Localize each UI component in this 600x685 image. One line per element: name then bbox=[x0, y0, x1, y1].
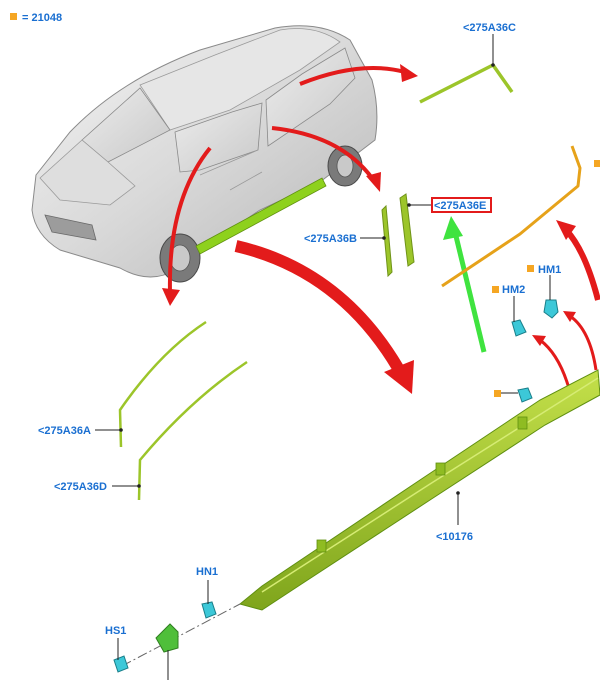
arrow-head-a36a bbox=[162, 288, 180, 306]
callout-10176[interactable]: <10176 bbox=[436, 531, 473, 543]
arrow-head-hm1 bbox=[563, 311, 576, 322]
hm2-marker-icon bbox=[492, 286, 499, 293]
arrow-to-hm1 bbox=[569, 314, 598, 371]
car-hood bbox=[39, 139, 136, 206]
upper-trim-marker-icon bbox=[594, 160, 600, 167]
callout-275a36c[interactable]: <275A36C bbox=[463, 22, 516, 34]
arrow-to-a36c bbox=[299, 66, 406, 86]
callout-hm1[interactable]: HM1 bbox=[538, 264, 561, 276]
legend: = 21048 bbox=[10, 12, 62, 24]
sill-ridge bbox=[261, 377, 599, 593]
sill-tab-2 bbox=[435, 462, 446, 476]
callout-275a36d[interactable]: <275A36D bbox=[54, 481, 107, 493]
callouts: <275A36C <275A36E <275A36B <275A36A <275… bbox=[38, 22, 561, 637]
hm1-marker-icon bbox=[527, 265, 534, 272]
arrow-to-a36e bbox=[271, 126, 374, 180]
callout-275a36e[interactable]: <275A36E bbox=[434, 200, 486, 212]
part-upper-trim-orange bbox=[441, 145, 582, 288]
callout-275a36a[interactable]: <275A36A bbox=[38, 425, 91, 437]
fastener-hm2-icon bbox=[511, 319, 527, 337]
callout-275a36b[interactable]: <275A36B bbox=[304, 233, 357, 245]
legend-text: = 21048 bbox=[22, 12, 62, 24]
arrow-to-upper-trim bbox=[563, 227, 600, 301]
fastener-sill-clip-icon bbox=[494, 387, 533, 403]
sill-clip-marker-icon bbox=[494, 390, 501, 397]
fastener-hn1-icon bbox=[201, 601, 217, 619]
callout-highlight-box bbox=[431, 197, 492, 213]
arrow-to-hm2 bbox=[539, 338, 572, 393]
vehicle-illustration bbox=[31, 25, 378, 283]
callout-hm2[interactable]: HM2 bbox=[502, 284, 525, 296]
car-roof bbox=[139, 28, 341, 131]
sill-tab-3 bbox=[517, 416, 528, 430]
callout-hs1[interactable]: HS1 bbox=[105, 625, 126, 637]
sill-tab-1 bbox=[316, 539, 327, 553]
fastener-hs1-icon bbox=[113, 655, 129, 673]
parts bbox=[113, 63, 600, 673]
assembly-centerline bbox=[121, 603, 241, 667]
arrow-head-green bbox=[443, 216, 463, 240]
arrow-to-a36a bbox=[167, 146, 212, 293]
car-grille bbox=[44, 214, 97, 241]
leader-lines bbox=[95, 34, 551, 680]
car-sill-highlight bbox=[195, 177, 327, 255]
part-275a36c bbox=[419, 63, 514, 104]
car-rear-wheel-hub bbox=[336, 154, 354, 178]
arrow-head-upper-trim bbox=[556, 220, 576, 240]
arrow-head-a36e bbox=[366, 172, 381, 192]
legend-marker-icon bbox=[10, 13, 17, 20]
arrow-head-a36c bbox=[400, 64, 418, 82]
part-275a36a bbox=[118, 320, 207, 448]
part-275a36e bbox=[399, 193, 415, 267]
arrow-head-hm2 bbox=[532, 335, 546, 346]
arrow-green-to-a36e bbox=[452, 231, 487, 353]
arrow-head-10176 bbox=[384, 360, 414, 394]
part-275a36d bbox=[137, 360, 248, 501]
part-275a36b bbox=[381, 204, 393, 278]
part-end-bracket bbox=[155, 623, 179, 653]
explode-arrows bbox=[162, 64, 600, 394]
fastener-hm1-icon bbox=[543, 299, 559, 319]
callout-hn1[interactable]: HN1 bbox=[196, 566, 218, 578]
car-door-line bbox=[199, 149, 263, 191]
arrow-to-10176 bbox=[234, 240, 404, 372]
